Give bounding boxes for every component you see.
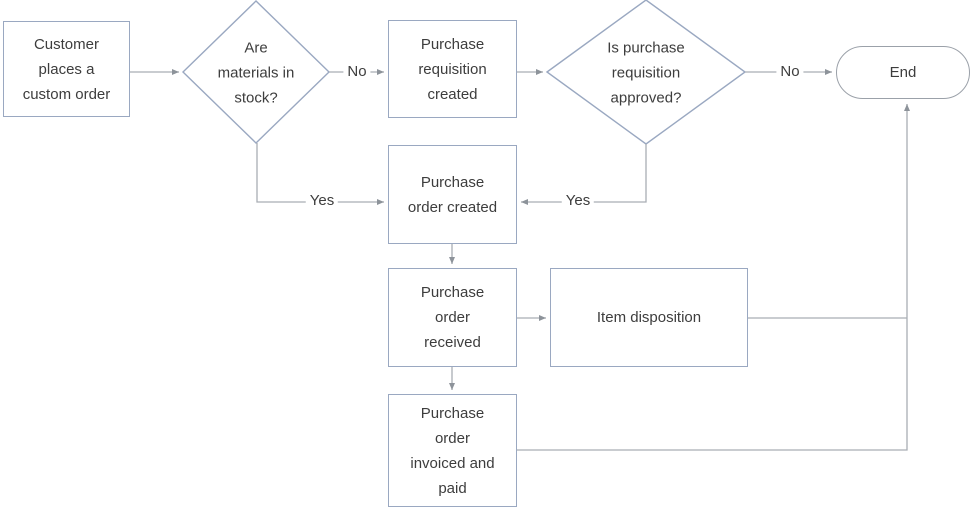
flowchart-node-customer-order: Customer places a custom order: [3, 21, 130, 117]
edge-label-materials-yes: Yes: [305, 191, 339, 211]
flowchart-node-item-disposition: Item disposition: [550, 268, 748, 367]
flowchart-node-purchase-order-received: Purchase order received: [388, 268, 517, 367]
node-label-purchase-order-invoiced: Purchase order invoiced and paid: [410, 404, 495, 497]
node-label-purchase-order-created: Purchase order created: [407, 173, 498, 216]
edge-label-materials-no: No: [343, 62, 371, 82]
flowchart-node-end: End: [836, 46, 970, 99]
node-label-customer-order: Customer places a custom order: [22, 35, 111, 103]
flowchart-node-purchase-order-created: Purchase order created: [388, 145, 517, 244]
flowchart-node-purchase-requisition-created: Purchase requisition created: [388, 20, 517, 118]
node-label-requisition-approved: Is purchase requisition approved?: [607, 39, 685, 107]
node-label-materials-in-stock: Are materials in stock?: [217, 39, 295, 107]
edge-label-approved-no: No: [776, 62, 804, 82]
node-label-purchase-order-received: Purchase order received: [420, 284, 485, 351]
node-label-purchase-requisition-created: Purchase requisition created: [418, 35, 487, 103]
edge-poinvoiced-to-end: [517, 104, 910, 451]
edge-label-approved-yes: Yes: [561, 191, 595, 211]
flowchart-node-purchase-order-invoiced: Purchase order invoiced and paid: [388, 394, 517, 507]
edge-materials-yes-to-pocreated: [256, 143, 384, 205]
node-label-item-disposition: Item disposition: [596, 309, 702, 326]
node-label-end: End: [889, 64, 917, 81]
